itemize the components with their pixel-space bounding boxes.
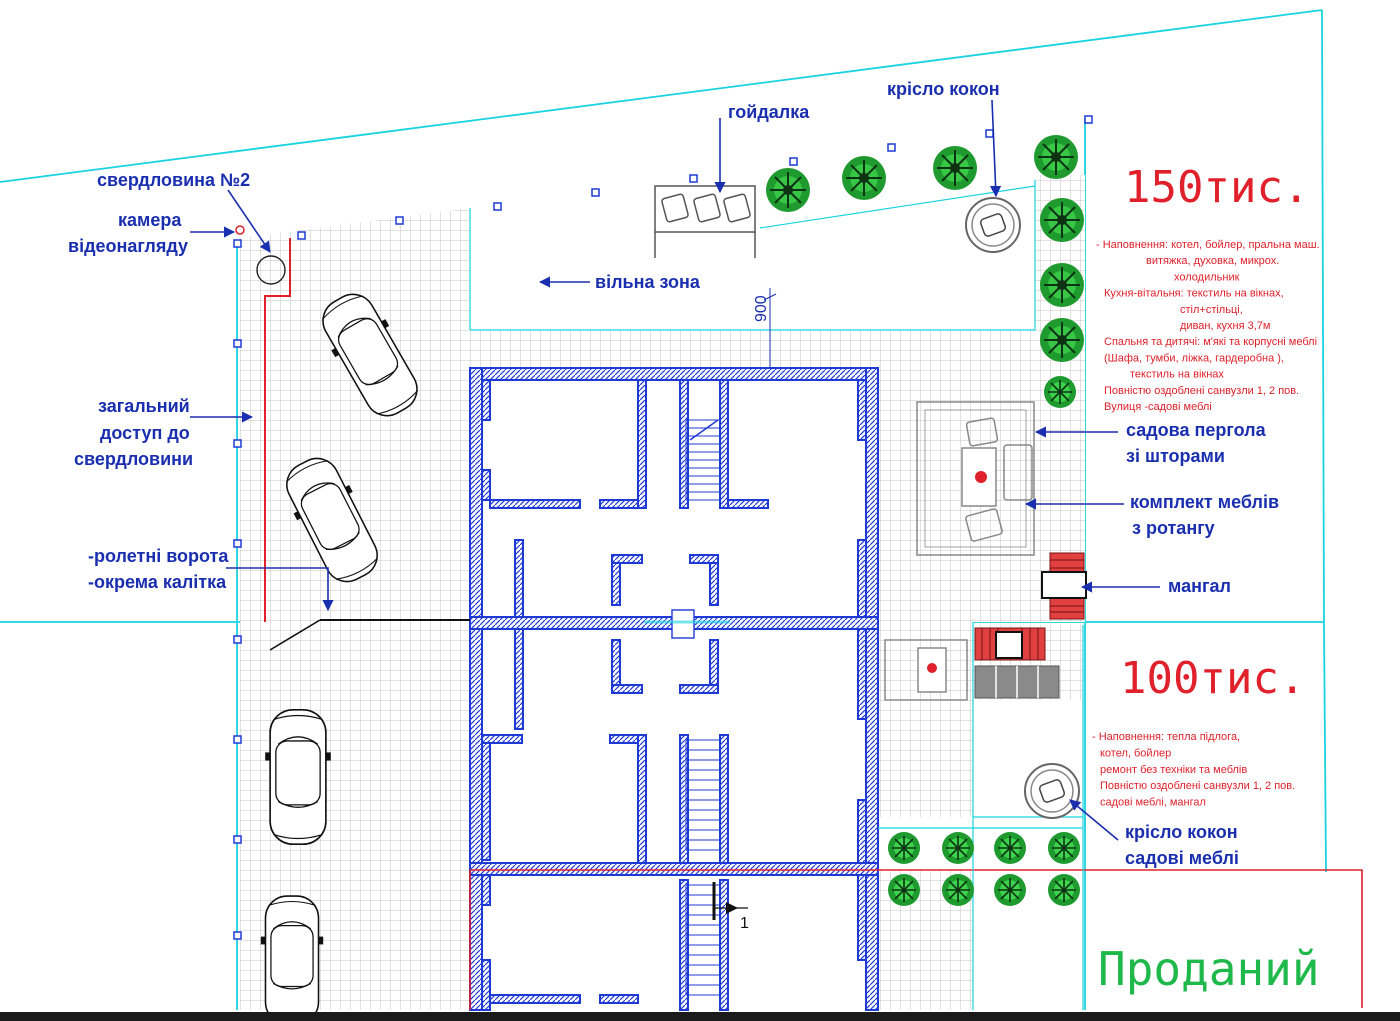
camera-icon	[235, 225, 245, 235]
label-camera-2: відеонагляду	[68, 236, 188, 256]
garden-pergola	[916, 401, 1035, 556]
annotations: свердловина №2 камера відеонагляду гойда…	[68, 79, 1279, 868]
note-line: текстиль на вікнах	[1130, 369, 1224, 381]
notes-mid: - Наповнення: тепла підлога, котел, бойле…	[1092, 731, 1295, 809]
label-pergola-1: садова пергола	[1126, 420, 1267, 440]
label-gate-2: -окрема калітка	[88, 572, 227, 592]
label-pergola-2: зі шторами	[1126, 446, 1225, 466]
label-access-1: загальний	[98, 396, 190, 416]
note-line: Кухня-вітальня: текстиль на вікнах,	[1104, 288, 1284, 300]
label-borehole: свердловина №2	[97, 170, 250, 190]
note-line: Повністю оздоблені санвузли 1, 2 пов.	[1104, 385, 1299, 397]
label-gate-1: -ролетні ворота	[88, 546, 229, 566]
note-line: садові меблі, мангал	[1100, 797, 1206, 809]
svg-text:900: 900	[753, 295, 770, 322]
note-line: стіл+стільці,	[1180, 304, 1243, 316]
swing	[654, 185, 756, 258]
note-line: (Шафа, тумби, ліжка, гардеробна ),	[1104, 352, 1284, 364]
note-line: холодильник	[1174, 271, 1240, 283]
label-free-zone: вільна зона	[595, 272, 701, 292]
note-line: витяжка, духовка, микрох.	[1146, 255, 1279, 267]
leader-arrows	[190, 99, 1160, 841]
garden-table	[884, 639, 968, 701]
notes-top: - Наповнення: котел, бойлер, пральна маш…	[1096, 239, 1320, 413]
price-mid: 100тис.	[1120, 653, 1305, 704]
label-access-2: доступ до	[100, 423, 190, 443]
section-mark: 1	[712, 882, 749, 932]
bottom-bar	[0, 1012, 1400, 1021]
note-line: котел, бойлер	[1100, 747, 1171, 759]
note-line: диван, кухня 3,7м	[1180, 320, 1270, 332]
dimension-900: 900	[753, 288, 777, 368]
house-walls	[469, 367, 879, 1011]
label-grill: мангал	[1168, 576, 1231, 596]
sold-status: Проданий	[1098, 942, 1320, 996]
note-line: - Наповнення: тепла підлога,	[1092, 731, 1240, 743]
label-cocoon-2-2: садові меблі	[1125, 848, 1239, 868]
stairs	[644, 419, 730, 996]
note-line: Вулиця -садові меблі	[1104, 401, 1212, 413]
note-line: - Наповнення: котел, бойлер, пральна маш…	[1096, 239, 1320, 251]
label-rattan-2: з ротангу	[1132, 518, 1215, 538]
label-access-3: свердловини	[74, 449, 193, 469]
label-cocoon-chair: крісло кокон	[887, 79, 1000, 99]
note-line: Спальня та дитячі: м'які та корпусні меб…	[1104, 336, 1317, 348]
svg-text:1: 1	[740, 915, 749, 932]
grill	[974, 552, 1087, 699]
label-swing: гойдалка	[728, 102, 810, 122]
sold-unit-outline	[469, 869, 1363, 1010]
note-line: ремонт без техніки та меблів	[1100, 764, 1247, 776]
price-top: 150тис.	[1124, 162, 1309, 213]
label-cocoon-2-1: крісло кокон	[1125, 822, 1238, 842]
note-line: Повністю оздоблені санвузли 1, 2 пов.	[1100, 780, 1295, 792]
label-rattan-1: комплект меблів	[1130, 492, 1279, 512]
borehole-access-path	[256, 238, 291, 622]
label-camera: камера	[118, 210, 182, 230]
cocoon-chair-top	[965, 197, 1021, 253]
cocoon-chair-bottom	[1024, 763, 1080, 819]
